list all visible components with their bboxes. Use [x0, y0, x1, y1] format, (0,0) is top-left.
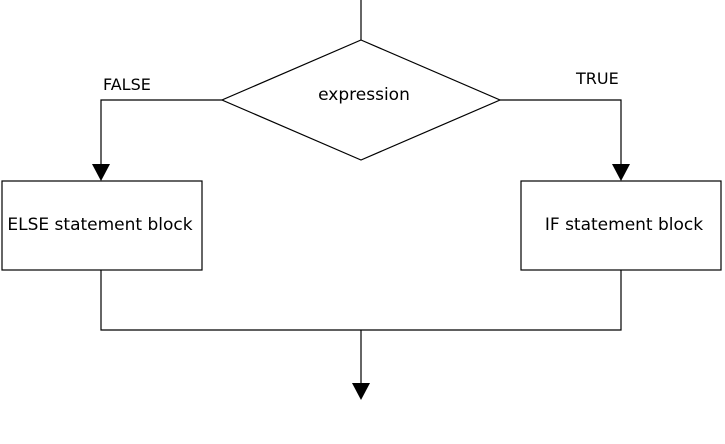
- if-block-label: IF statement block: [545, 215, 703, 235]
- if-statement-block: [520, 180, 722, 271]
- false-branch-label: FALSE: [103, 75, 151, 94]
- exit-arrowhead: [352, 383, 370, 400]
- true-branch-label: TRUE: [575, 69, 619, 88]
- decision-diamond: [220, 39, 502, 161]
- else-statement-block: [1, 180, 203, 271]
- true-branch-connector: [500, 99, 622, 164]
- false-branch-arrowhead: [92, 164, 110, 181]
- true-branch-arrowhead: [612, 164, 630, 181]
- decision-label: expression: [318, 85, 410, 105]
- else-block-label: ELSE statement block: [7, 215, 192, 235]
- merge-connector: [100, 270, 622, 331]
- false-branch-connector: [100, 99, 222, 164]
